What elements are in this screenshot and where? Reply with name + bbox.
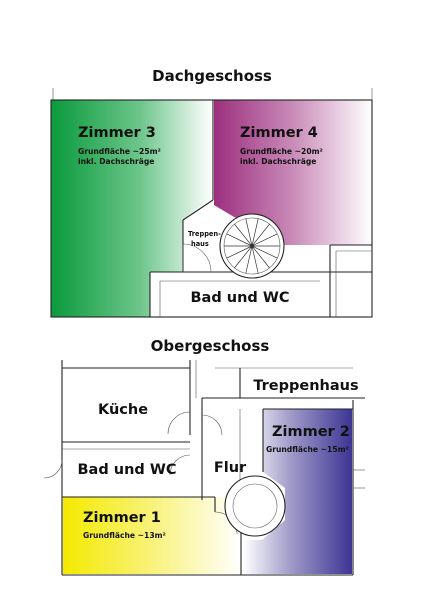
- kueche-label: Küche: [98, 402, 148, 418]
- flur-corridor: [240, 409, 262, 479]
- stair-step: [226, 233, 253, 247]
- zimmer4-fill: [214, 100, 372, 245]
- zimmer3-fill: [51, 100, 212, 317]
- zimmer4-note: inkl. Dachschräge: [240, 157, 316, 166]
- zimmer2-label: Zimmer 2: [272, 424, 350, 440]
- zimmer2-fill: [243, 409, 352, 574]
- og-treppenhaus-label: Treppenhaus: [253, 378, 358, 394]
- dachgeschoss-title: Dachgeschoss: [152, 67, 272, 85]
- dg-partition: [182, 199, 214, 221]
- door-swing: [167, 411, 191, 435]
- zimmer3-note: inkl. Dachschräge: [78, 157, 154, 166]
- zimmer4-area: Grundfläche ~20m²: [240, 147, 323, 156]
- stair-step: [251, 233, 278, 247]
- stair-step: [251, 245, 270, 269]
- stair-step: [251, 245, 278, 259]
- zimmer1-fill: [63, 497, 241, 574]
- zimmer3-area: Grundfläche ~25m²: [78, 147, 161, 156]
- stair-step: [251, 223, 270, 247]
- obergeschoss-plan: Obergeschoss: [43, 337, 365, 576]
- door-swing: [169, 454, 191, 476]
- stair-step: [251, 245, 259, 274]
- door-swing: [182, 243, 212, 273]
- door-swing: [201, 414, 223, 436]
- zimmer4-label: Zimmer 4: [240, 125, 318, 141]
- og-spiral-staircase: [224, 475, 286, 537]
- stair-step: [245, 245, 253, 274]
- stair-step: [226, 245, 253, 259]
- dachgeschoss-plan: Dachgeschoss Zimmer 3 G: [50, 67, 373, 318]
- stair-step: [234, 245, 253, 269]
- spiral-staircase: [219, 213, 285, 279]
- obergeschoss-title: Obergeschoss: [151, 337, 270, 355]
- og-bad-label: Bad und WC: [78, 462, 177, 478]
- zimmer1-area: Grundfläche ~13m²: [83, 531, 166, 540]
- zimmer2-area: Grundfläche ~15m²: [266, 445, 349, 454]
- stair-step: [251, 218, 259, 247]
- door-swing: [43, 459, 63, 479]
- dg-treppenhaus-label-1: Treppen-: [188, 230, 221, 238]
- zimmer3-label: Zimmer 3: [78, 125, 156, 141]
- dg-treppenhaus-label-2: haus: [191, 240, 209, 248]
- dg-bad-label: Bad und WC: [191, 290, 290, 306]
- flur-label: Flur: [214, 460, 247, 476]
- stair-step: [234, 223, 253, 247]
- dg-outer-wall: [50, 99, 373, 318]
- zimmer1-label: Zimmer 1: [83, 510, 161, 526]
- stair-step: [245, 218, 253, 247]
